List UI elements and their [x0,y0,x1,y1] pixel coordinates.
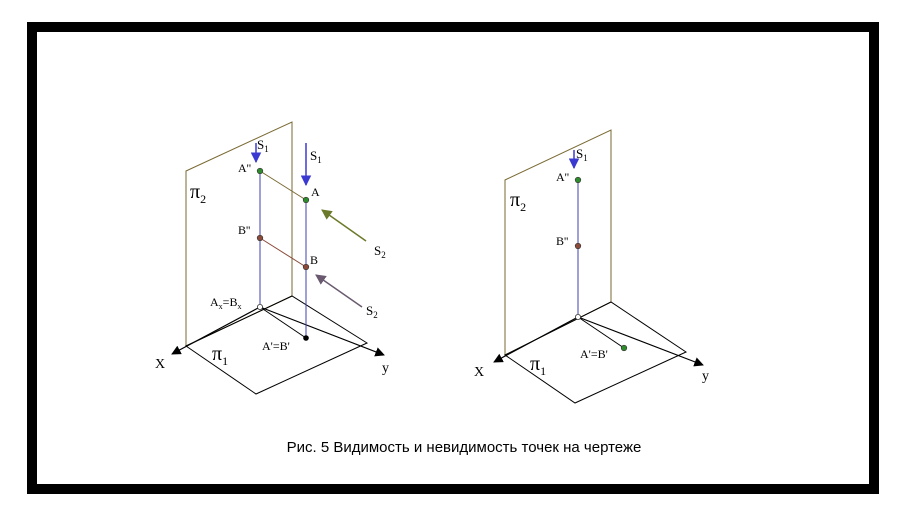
right-plane-h-label: π1 [530,353,546,378]
right-s1-label: S1 [576,146,588,163]
right-axis-y [577,316,704,367]
left-axis-x-label: X [155,357,165,372]
left-label-a: A [311,185,320,199]
left-point-b2 [256,234,264,242]
left-s2-label-lower: S2 [366,303,378,320]
left-s2-arrow-lower [315,274,363,308]
drawing-area [37,32,869,484]
figure-caption: Рис. 5 Видимость и невидимость точек на … [287,439,642,456]
right-axis-x [493,316,579,363]
left-point-a2 [256,167,264,175]
right-link-ax-a1 [577,316,625,349]
right-label-b2: B'' [556,234,568,248]
left-axis-y [259,306,385,357]
left-s2-arrow-upper [321,209,367,242]
right-label-a1b1: A'=B' [580,347,608,361]
left-s1-label-b: S1 [310,148,322,165]
left-point-ax [256,303,263,310]
left-view: π2 π1 X y S1 S1 S2 S2 A'' B'' A B Ax=Bx … [155,121,389,395]
left-label-a2: A'' [238,161,251,175]
left-plane-h [184,295,369,395]
right-plane-h [504,301,688,404]
right-label-a2: A'' [556,170,569,184]
right-point-b2 [574,242,582,250]
right-point-a1b1 [620,344,628,352]
left-point-b [302,263,310,271]
left-s2-label-upper: S2 [374,243,386,260]
left-point-a [302,196,310,204]
left-label-b: B [310,253,318,267]
left-link-a2-a [259,170,307,201]
left-axis-y-label: y [382,361,389,376]
left-plane-h-label: π1 [212,343,228,368]
left-s1-label-a: S1 [257,137,269,154]
left-point-a1b1 [303,335,309,341]
left-label-ax-bx: Ax=Bx [210,295,241,311]
left-axis-x [171,306,261,355]
right-plane-v-label: π2 [510,189,526,214]
left-label-a1b1: A'=B' [262,339,290,353]
left-plane-v-label: π2 [190,181,206,206]
right-axis-x-label: X [474,365,484,380]
left-link-b2-b [259,237,307,268]
left-label-b2: B'' [238,223,250,237]
left-link-ax-a1 [259,306,307,339]
right-point-ax [575,313,582,320]
right-point-a2 [574,176,582,184]
right-view: π2 π1 X y S1 A'' B'' A'=B' [474,129,709,404]
right-axis-y-label: y [702,369,709,384]
